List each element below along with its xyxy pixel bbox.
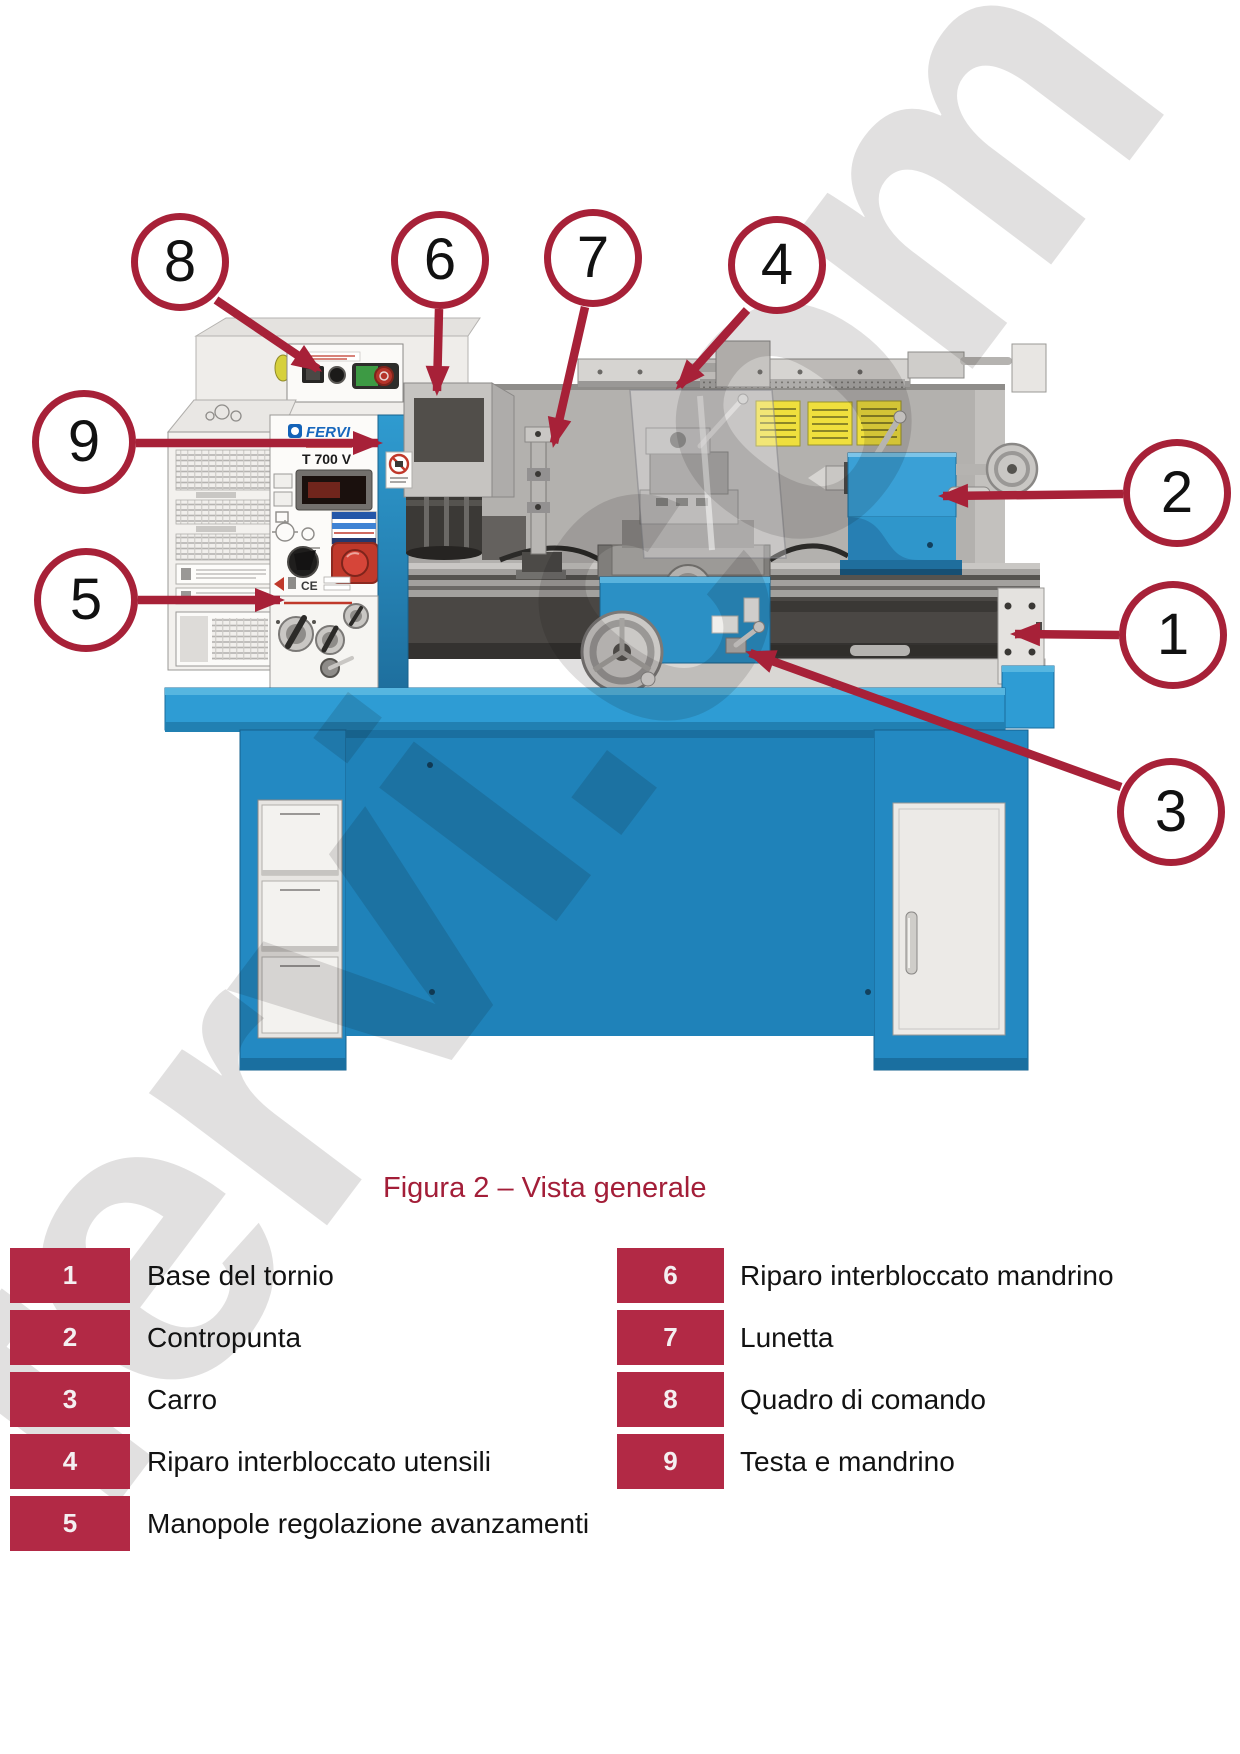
- callout-circle-2: 2: [1123, 439, 1231, 547]
- arrow-1: [1010, 622, 1120, 647]
- warning-labels: [755, 400, 902, 447]
- steady-rest: [516, 426, 566, 579]
- legend-row: 1 Base del tornio: [10, 1248, 589, 1303]
- callout-circle-9: 9: [32, 390, 136, 494]
- legend-row: 8 Quadro di comando: [617, 1372, 1114, 1427]
- legend-number-box: 7: [617, 1310, 724, 1365]
- legend-label: Testa e mandrino: [740, 1445, 955, 1477]
- cabinet-door: [892, 802, 1006, 1036]
- drawer-unit: [257, 799, 343, 1039]
- model-text: T 700 V: [302, 451, 352, 467]
- legend-label: Manopole regolazione avanzamenti: [147, 1507, 590, 1539]
- legend-number-box: 3: [10, 1372, 130, 1427]
- callout-circle-8: 8: [131, 213, 229, 311]
- legend-number-box: 6: [617, 1248, 724, 1303]
- brand-text: FERVI: [306, 424, 351, 441]
- legend-row: 4 Riparo interbloccato utensili: [10, 1434, 589, 1489]
- legend-label: Base del tornio: [147, 1259, 334, 1291]
- headstock-front-panel: FERVI T 700 V: [269, 414, 381, 597]
- legend-number-box: 1: [10, 1248, 130, 1303]
- legend-row: 5 Manopole regolazione avanzamenti: [10, 1496, 589, 1551]
- legend-number-box: 4: [10, 1434, 130, 1489]
- feed-knob-panel: [269, 595, 379, 690]
- callout-circle-3: 3: [1117, 758, 1225, 866]
- legend-row: 2 Contropunta: [10, 1310, 589, 1365]
- ce-mark-text: CE: [301, 579, 318, 593]
- legend-label: Carro: [147, 1383, 218, 1415]
- figure-caption: Figura 2 – Vista generale: [383, 1172, 707, 1204]
- arrow-8: [213, 296, 323, 373]
- chuck: [406, 497, 850, 563]
- legend-number-box: 2: [10, 1310, 130, 1365]
- legend-label: Riparo interbloccato mandrino: [740, 1259, 1114, 1291]
- legend-row: 7 Lunetta: [617, 1310, 1114, 1365]
- arrow-4: [675, 307, 751, 390]
- legend-label: Quadro di comando: [740, 1383, 986, 1415]
- legend-row: 6 Riparo interbloccato mandrino: [617, 1248, 1114, 1303]
- headstock: FERVI T 700 V: [166, 317, 481, 690]
- callout-circle-6: 6: [391, 211, 489, 309]
- callout-circle-5: 5: [34, 548, 138, 652]
- callout-circle-1: 1: [1119, 581, 1227, 689]
- arrow-7: [547, 306, 590, 448]
- legend-number-box: 9: [617, 1434, 724, 1489]
- legend-column-left: 1 Base del tornio 2 Contropunta 3 Carro …: [10, 1248, 589, 1558]
- tool-guard-rail: [577, 340, 1047, 393]
- legend-column-right: 6 Riparo interbloccato mandrino 7 Lunett…: [617, 1248, 1114, 1496]
- arrow-2: [938, 483, 1124, 508]
- legend-row: 3 Carro: [10, 1372, 589, 1427]
- legend-number-box: 5: [10, 1496, 130, 1551]
- tool-shield: [629, 389, 787, 559]
- arrow-3: [745, 649, 1123, 791]
- chuck-guard: [385, 382, 515, 498]
- stand-cabinet: [239, 729, 1029, 1071]
- callout-circle-7: 7: [544, 209, 642, 307]
- legend-row: 9 Testa e mandrino: [617, 1434, 1114, 1489]
- legend-label: Lunetta: [740, 1321, 834, 1353]
- toolpost: [611, 393, 765, 576]
- legend-label: Contropunta: [147, 1321, 302, 1353]
- arrow-6: [425, 308, 450, 396]
- legend-number-box: 8: [617, 1372, 724, 1427]
- legend-label: Riparo interbloccato utensili: [147, 1445, 491, 1477]
- callout-circle-4: 4: [728, 216, 826, 314]
- carriage-apron: [580, 564, 771, 694]
